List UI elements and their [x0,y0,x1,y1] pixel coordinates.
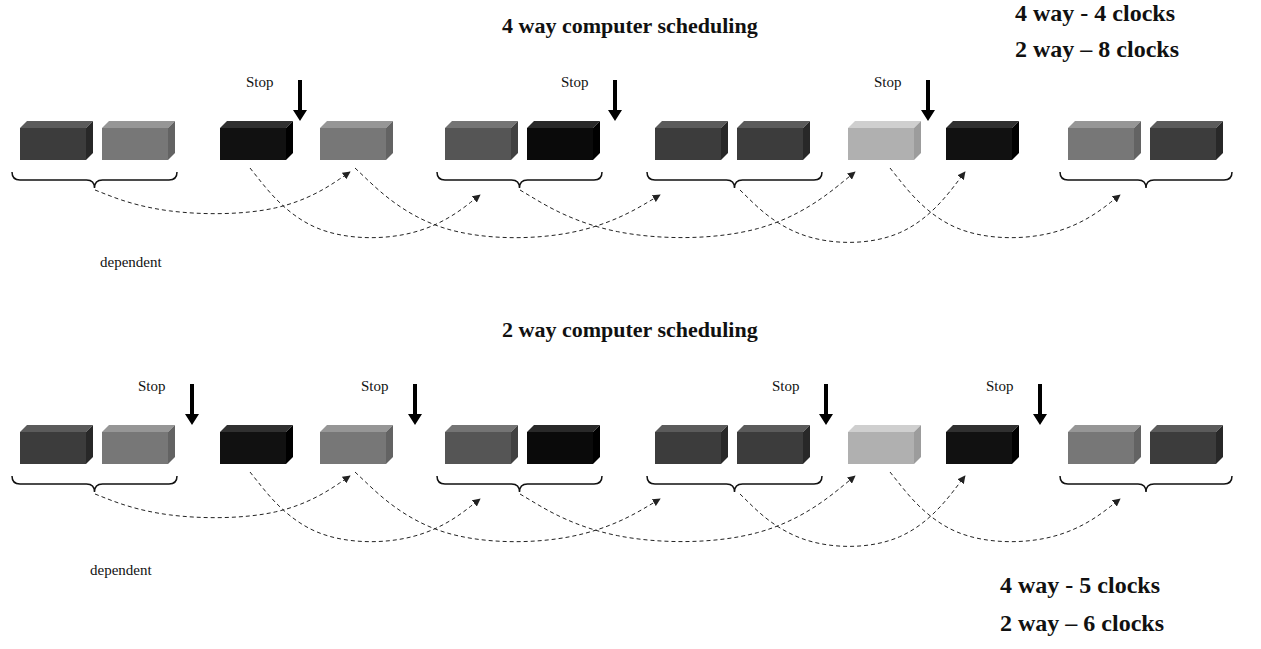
instruction-block [445,425,518,464]
instruction-block [1150,121,1223,160]
dependency-arrow [95,476,350,518]
stop-marker: Stop [874,74,902,91]
instruction-block [220,121,293,160]
dependency-arrow [355,472,660,542]
clock-count: 2 way – 8 clocks [1015,36,1179,62]
instruction-block [527,121,600,160]
group-bracket [1060,172,1232,188]
group-bracket [1060,476,1232,492]
dependency-arrow [520,476,855,542]
group-bracket [437,172,602,188]
stop-marker: Stop [561,74,589,91]
stop-marker: Stop [361,378,389,395]
clock-count: 2 way – 6 clocks [1000,610,1164,636]
diagram-heading: 4 way computer scheduling [502,14,758,38]
instruction-block [655,425,728,464]
instruction-block [102,121,175,160]
instruction-block [20,121,93,160]
instruction-block [946,425,1019,464]
diagram-heading: 2 way computer scheduling [502,318,758,342]
instruction-block [527,425,600,464]
instruction-row [12,80,1232,242]
dependency-arrow [95,172,350,214]
instruction-block [737,121,810,160]
dependency-arrow [250,472,480,542]
instruction-block [737,425,810,464]
stop-arrow [408,384,422,425]
instruction-block [320,425,393,464]
stop-arrow [1033,384,1047,425]
dependency-arrow [890,472,1120,542]
stop-arrow [921,80,935,121]
group-bracket [647,172,822,188]
instruction-block [220,425,293,464]
stop-arrow [608,80,622,121]
dependency-label: dependent [100,254,162,271]
instruction-block [20,425,93,464]
instruction-block [848,121,921,160]
instruction-block [320,121,393,160]
group-bracket [12,172,177,188]
instruction-block [102,425,175,464]
group-bracket [12,476,177,492]
instruction-block [1068,425,1141,464]
dependency-arrow [250,168,480,238]
instruction-block [445,121,518,160]
stop-marker: Stop [772,378,800,395]
instruction-block [848,425,921,464]
dependency-arrow [740,172,965,242]
instruction-block [1150,425,1223,464]
instruction-block [655,121,728,160]
group-bracket [647,476,822,492]
clock-count: 4 way - 5 clocks [1000,572,1160,598]
stop-marker: Stop [138,378,166,395]
dependency-arrow [520,172,855,238]
instruction-block [946,121,1019,160]
dependency-arrow [890,168,1120,238]
group-bracket [437,476,602,492]
stop-arrow [293,80,307,121]
clock-count: 4 way - 4 clocks [1015,0,1175,26]
instruction-row [12,384,1232,546]
dependency-label: dependent [90,562,152,579]
stop-arrow [185,384,199,425]
stop-marker: Stop [986,378,1014,395]
instruction-block [1068,121,1141,160]
dependency-arrow [355,168,660,238]
stop-arrow [819,384,833,425]
dependency-arrow [740,476,965,546]
stop-marker: Stop [246,74,274,91]
